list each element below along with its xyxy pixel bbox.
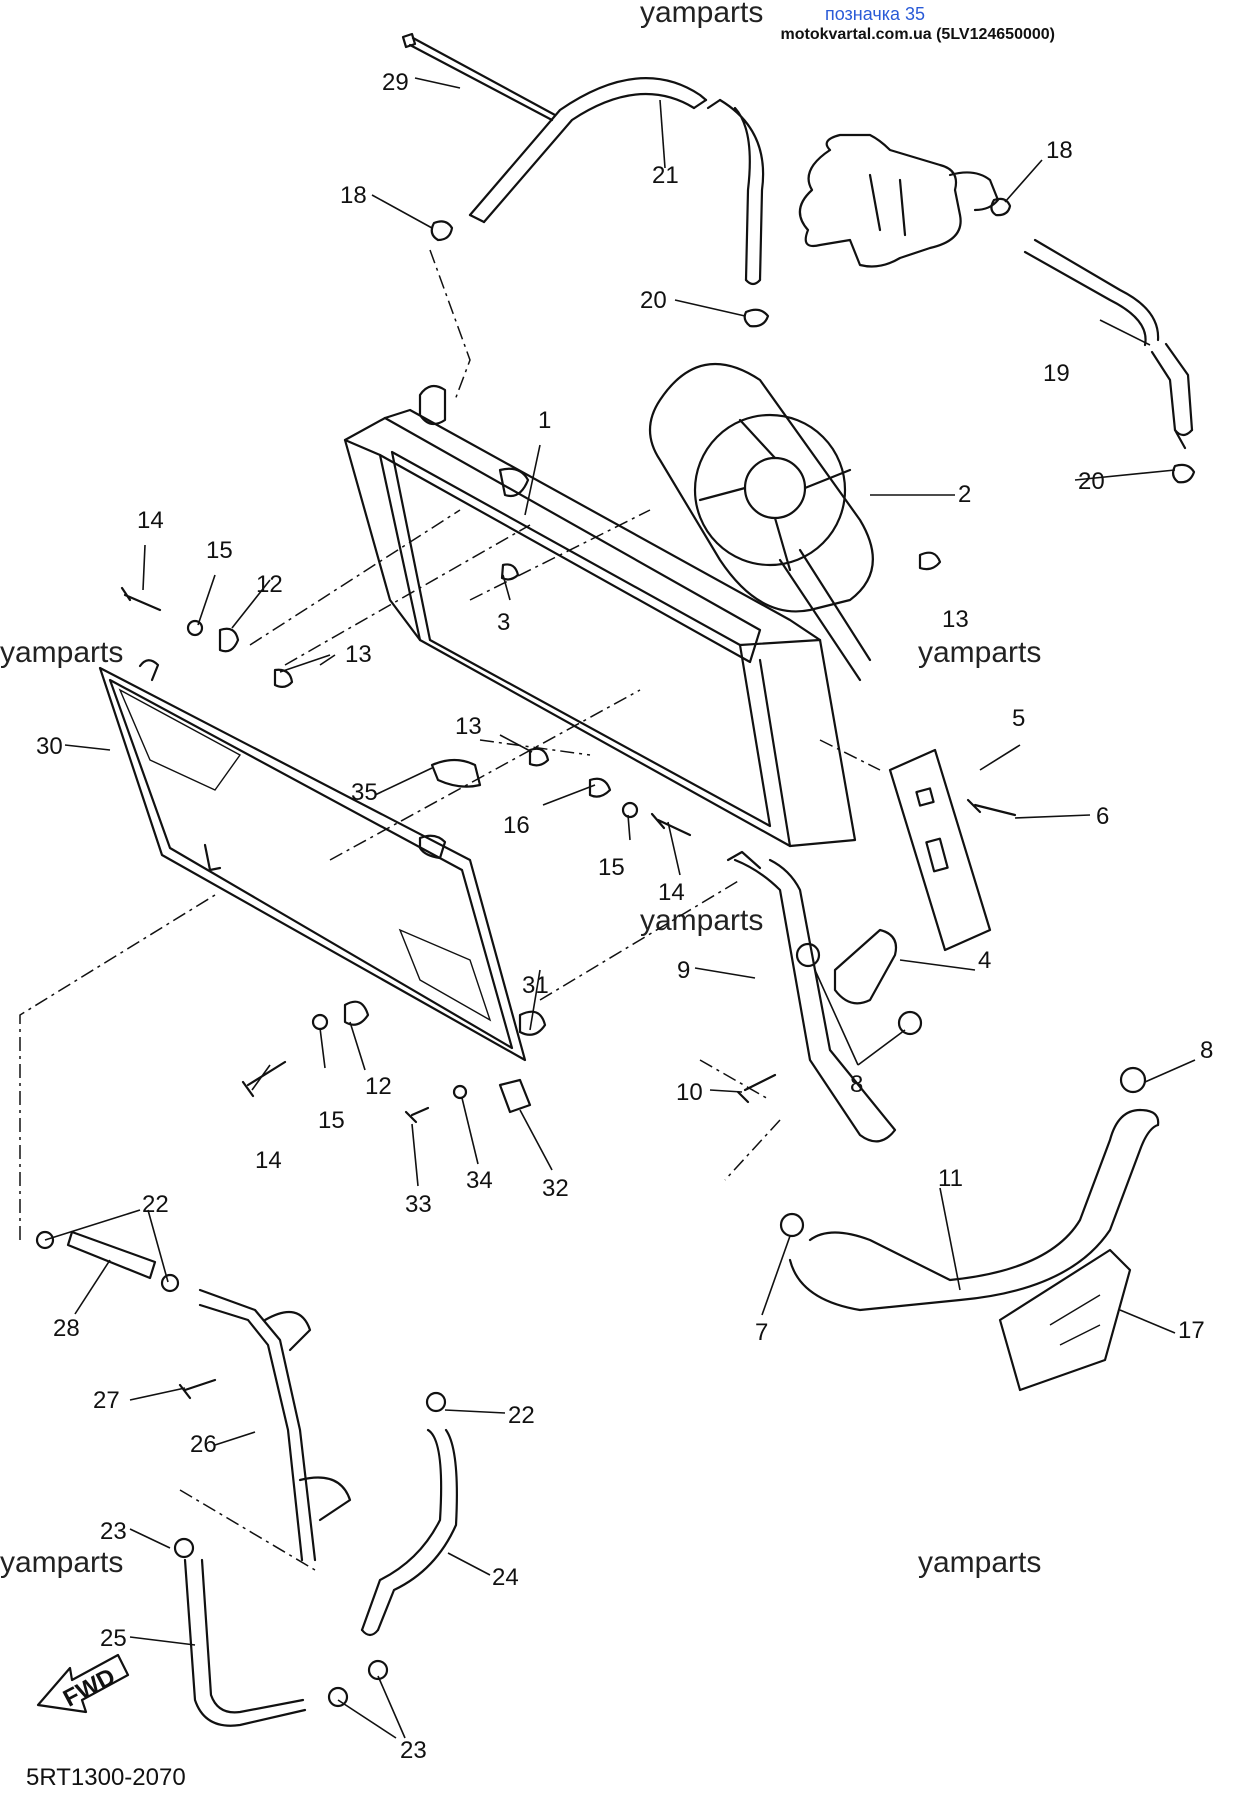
callout: 13: [455, 713, 482, 740]
callout: 12: [365, 1073, 392, 1100]
callout: 6: [1096, 803, 1109, 830]
watermark: yamparts: [918, 1546, 1042, 1579]
watermark: yamparts: [640, 904, 764, 937]
callout: 12: [256, 571, 283, 598]
callout: 22: [142, 1191, 169, 1218]
callout: 2: [958, 481, 971, 508]
callout: 35: [351, 779, 378, 806]
part-17-guard-plate: [998, 1248, 1132, 1392]
part-26-bypass-pipe: [198, 1288, 352, 1562]
callout: 15: [206, 537, 233, 564]
callout: 18: [1046, 137, 1073, 164]
callout: 20: [640, 287, 667, 314]
part-5-side-bracket: [888, 748, 992, 952]
part-29-cable-tie: [401, 32, 557, 122]
callout: 34: [466, 1167, 493, 1194]
part-28-short-hose: [66, 1230, 157, 1280]
callout: 33: [405, 1191, 432, 1218]
watermark: yamparts: [0, 1546, 124, 1579]
part-18-hose-clip: [430, 197, 1012, 242]
part-11-lower-hose: [788, 1108, 1160, 1312]
callout: 32: [542, 1175, 569, 1202]
part-4-short-hose: [833, 928, 898, 1005]
callout: 16: [503, 812, 530, 839]
site-reference: motokvartal.com.ua (5LV124650000): [780, 26, 1056, 43]
fasteners: [120, 551, 1017, 1400]
callout: 23: [100, 1518, 127, 1545]
callout: 15: [318, 1107, 345, 1134]
callout: 27: [93, 1387, 120, 1414]
watermark: yamparts: [918, 636, 1042, 669]
part-30-radiator-grille: [98, 659, 527, 1062]
callout: 4: [978, 947, 991, 974]
callout: 8: [850, 1071, 863, 1098]
assembly-lines: [19, 249, 881, 1571]
part-25-hose: [183, 1558, 307, 1727]
callout: 17: [1178, 1317, 1205, 1344]
part-2-cooling-fan: [649, 362, 874, 682]
callout-labels: 1 2 3 4 5 6 7 8 8 8 9 10 11 12 12 13 13 …: [36, 69, 1213, 1764]
watermark: yamparts: [640, 0, 764, 29]
callout: 15: [598, 854, 625, 881]
callout: 31: [522, 972, 549, 999]
callout: 21: [652, 162, 679, 189]
part-9-outlet-pipe: [726, 850, 897, 1143]
callout: 11: [938, 1165, 963, 1192]
part-19-thermostat-hose: [1023, 238, 1194, 450]
callout: 26: [190, 1431, 217, 1458]
callout: 14: [658, 879, 685, 906]
watermark: yamparts: [0, 636, 124, 669]
callout: 10: [676, 1079, 703, 1106]
part-1-radiator: [343, 384, 857, 848]
callout: 13: [345, 641, 372, 668]
callout: 9: [677, 957, 690, 984]
callout: 18: [340, 182, 367, 209]
part-24-hose: [360, 1428, 458, 1637]
callout: 30: [36, 733, 63, 760]
hose-clips: [35, 942, 1147, 1708]
callout: 28: [53, 1315, 80, 1342]
callout: 23: [400, 1737, 427, 1764]
callout: 20: [1078, 468, 1105, 495]
fwd-arrow-icon: FWD: [36, 1653, 130, 1714]
part-20-hose-clip: [743, 308, 1196, 484]
callout: 25: [100, 1625, 127, 1652]
diagram-code: 5RT1300-2070: [26, 1764, 186, 1791]
thermostat-housing: [798, 133, 1000, 268]
callout: 14: [137, 507, 164, 534]
leader-lines: [44, 77, 1196, 1739]
callout: 13: [942, 606, 969, 633]
callout: 24: [492, 1564, 519, 1591]
callout: 1: [538, 407, 551, 434]
callout: 14: [255, 1147, 282, 1174]
part-21-upper-hose: [468, 77, 765, 286]
callout: 7: [755, 1319, 768, 1346]
callout: 19: [1043, 360, 1070, 387]
callout: 22: [508, 1402, 535, 1429]
reference-label: позначка 35: [824, 4, 925, 24]
callout: 29: [382, 69, 409, 96]
callout: 8: [1200, 1037, 1213, 1064]
callout: 5: [1012, 705, 1025, 732]
callout: 3: [497, 609, 510, 636]
